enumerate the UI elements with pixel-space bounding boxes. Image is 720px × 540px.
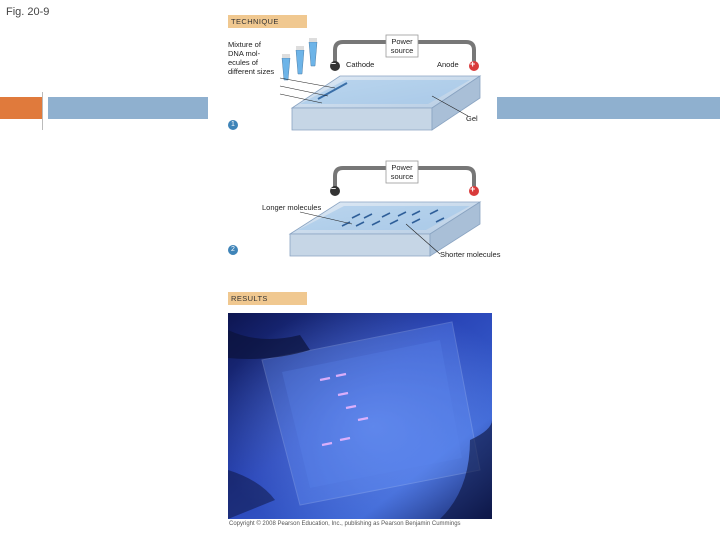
step-1-badge: 1 bbox=[228, 120, 238, 130]
results-photo bbox=[228, 313, 492, 519]
copyright-text: Copyright © 2008 Pearson Education, Inc.… bbox=[229, 521, 461, 527]
minus-sign-2: – bbox=[331, 183, 337, 193]
band-gap bbox=[42, 97, 48, 119]
gel-tray-front bbox=[291, 107, 433, 131]
step2-apparatus bbox=[288, 160, 482, 257]
figure-label: Fig. 20-9 bbox=[6, 6, 50, 18]
power-source-label-2: Power source bbox=[390, 163, 414, 181]
minus-sign-1: – bbox=[331, 58, 337, 68]
gel-label: Gel bbox=[466, 114, 478, 123]
anode-marker-2 bbox=[469, 186, 479, 196]
power-source-box-1 bbox=[385, 34, 419, 58]
cathode-label: Cathode bbox=[346, 60, 375, 69]
dna-bands bbox=[341, 209, 445, 227]
longer-molecules-label: Longer molecules bbox=[262, 203, 322, 212]
technique-header: TECHNIQUE bbox=[228, 15, 307, 28]
results-header: RESULTS bbox=[228, 292, 307, 305]
accent-band-orange bbox=[0, 97, 42, 119]
cathode-marker-2 bbox=[330, 186, 340, 196]
cathode-marker bbox=[330, 61, 340, 71]
cathode-wire bbox=[333, 40, 386, 64]
step-2-badge: 2 bbox=[228, 245, 238, 255]
accent-band-blue-left bbox=[48, 97, 208, 119]
gel-tray-side bbox=[431, 75, 481, 131]
accent-band-blue-right bbox=[497, 97, 720, 119]
plus-sign-1: + bbox=[470, 59, 476, 69]
anode-wire bbox=[418, 40, 476, 64]
shorter-molecules-label: Shorter molecules bbox=[440, 250, 501, 259]
anode-marker bbox=[469, 61, 479, 71]
mixture-label: Mixture of DNA mol-ecules of different s… bbox=[228, 40, 275, 76]
pipettes bbox=[281, 38, 318, 81]
power-source-label-1: Power source bbox=[390, 37, 414, 55]
power-source-box-2 bbox=[385, 160, 419, 184]
plus-sign-2: + bbox=[470, 184, 476, 194]
anode-label: Anode bbox=[437, 60, 459, 69]
vertical-divider bbox=[42, 92, 43, 130]
step1-apparatus bbox=[279, 34, 482, 131]
